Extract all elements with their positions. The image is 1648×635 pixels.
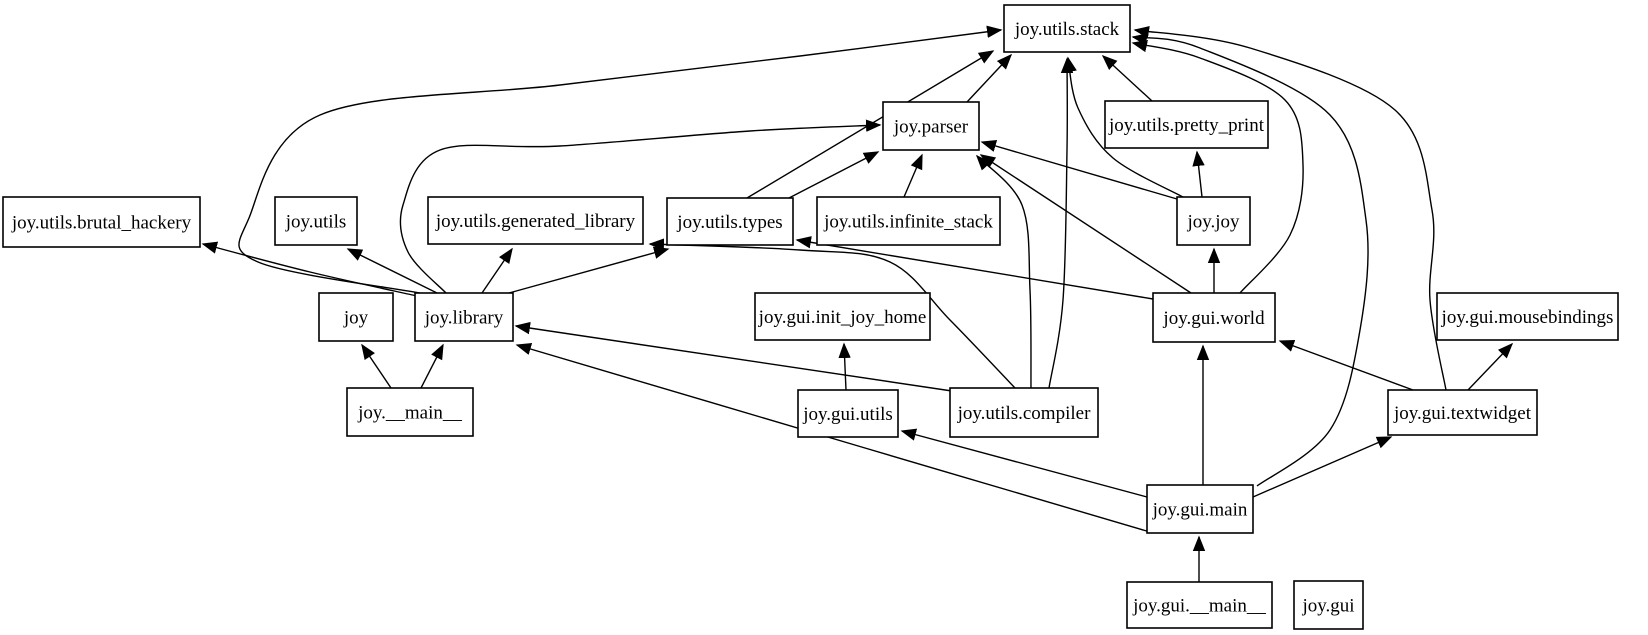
edge-joy-gui-world-to-joy-utils-stack bbox=[1131, 39, 1304, 294]
edge-joy-gui-main-to-joy-utils-stack bbox=[1131, 33, 1369, 487]
edge-joy-utils-compiler-to-joy-utils-stack bbox=[1048, 57, 1074, 389]
node-label-joy-utils: joy.utils bbox=[285, 211, 347, 232]
edge-joy-library-to-joy-utils-brutal-hackery bbox=[201, 241, 418, 297]
edge-joy-utils-compiler-to-joy-parser bbox=[975, 154, 1032, 389]
node-box-joy-utils-brutal-hackery bbox=[2, 196, 201, 248]
edges-layer bbox=[201, 25, 1514, 582]
node-box-joy-gui-init-joy-home bbox=[754, 292, 931, 341]
edge-joy-main-to-joy bbox=[361, 343, 392, 389]
node-label-joy-gui-utils: joy.gui.utils bbox=[802, 404, 893, 425]
node-box-joy-utils-generated-library bbox=[427, 196, 644, 245]
node-joy-gui-init-joy-home: joy.gui.init_joy_home bbox=[754, 292, 931, 341]
edge-joy-gui-utils-to-joy-gui-init-joy-home bbox=[838, 342, 851, 391]
edge-joy-joy-to-joy-utils-pretty-print bbox=[1192, 150, 1205, 198]
node-box-joy-utils-pretty-print bbox=[1104, 100, 1269, 149]
node-joy-library: joy.library bbox=[414, 292, 514, 342]
node-label-joy-library: joy.library bbox=[424, 307, 504, 328]
node-joy-parser: joy.parser bbox=[882, 101, 980, 151]
edge-joy-gui-textwidget-to-joy-gui-mousebindings bbox=[1467, 342, 1514, 391]
node-box-joy-gui-main bbox=[1126, 581, 1273, 629]
node-label-joy: joy bbox=[343, 307, 369, 328]
node-joy-main: joy.__main__ bbox=[346, 387, 474, 437]
node-box-joy-utils bbox=[274, 196, 358, 246]
edge-joy-utils-compiler-to-joy-library bbox=[514, 321, 953, 392]
edge-joy-parser-to-joy-utils-stack bbox=[966, 53, 1013, 103]
node-box-joy-utils-types bbox=[666, 197, 794, 246]
node-joy-utils-brutal-hackery: joy.utils.brutal_hackery bbox=[2, 196, 201, 248]
node-label-joy-utils-generated-library: joy.utils.generated_library bbox=[435, 211, 636, 232]
node-label-joy-main: joy.__main__ bbox=[357, 402, 462, 423]
node-label-joy-gui-init-joy-home: joy.gui.init_joy_home bbox=[758, 307, 927, 328]
node-box-joy-gui-utils bbox=[797, 389, 899, 438]
node-label-joy-utils-pretty-print: joy.utils.pretty_print bbox=[1108, 115, 1265, 136]
edge-joy-library-to-joy-parser bbox=[399, 119, 882, 294]
node-box-joy-gui-textwidget bbox=[1387, 389, 1538, 436]
node-box-joy-joy bbox=[1176, 196, 1251, 246]
edge-joy-utils-types-to-joy-utils-stack bbox=[746, 50, 995, 199]
node-joy-utils-generated-library: joy.utils.generated_library bbox=[427, 196, 644, 245]
node-joy-gui-main: joy.gui.__main__ bbox=[1126, 581, 1273, 629]
node-box-joy-library bbox=[414, 292, 514, 342]
edge-joy-main-to-joy-library bbox=[420, 343, 444, 389]
node-box-joy-gui-world bbox=[1152, 292, 1276, 343]
node-box-joy-gui-mousebindings bbox=[1436, 292, 1619, 341]
node-joy-gui-main: joy.gui.main bbox=[1146, 484, 1254, 534]
edge-joy-gui-textwidget-to-joy-gui-world bbox=[1278, 340, 1414, 391]
edge-joy-utils-pretty-print-to-joy-utils-stack bbox=[1101, 54, 1153, 102]
edge-joy-utils-infinite-stack-to-joy-parser bbox=[903, 153, 923, 198]
node-joy: joy bbox=[318, 292, 394, 342]
edge-joy-joy-to-joy-parser bbox=[980, 139, 1178, 200]
node-label-joy-gui-mousebindings: joy.gui.mousebindings bbox=[1441, 307, 1614, 328]
node-label-joy-utils-brutal-hackery: joy.utils.brutal_hackery bbox=[11, 212, 192, 233]
node-label-joy-utils-stack: joy.utils.stack bbox=[1014, 19, 1120, 40]
node-label-joy-joy: joy.joy bbox=[1186, 211, 1240, 232]
node-box-joy-utils-stack bbox=[1003, 4, 1131, 53]
edge-joy-gui-textwidget-to-joy-utils-stack bbox=[1133, 26, 1447, 391]
edge-joy-library-to-joy-utils-generated-library bbox=[481, 247, 513, 294]
node-joy-gui: joy.gui bbox=[1293, 580, 1364, 630]
nodes-layer: joy.utils.stack joy.parser joy.utils.prett… bbox=[2, 4, 1619, 630]
node-joy-gui-mousebindings: joy.gui.mousebindings bbox=[1436, 292, 1619, 341]
node-box-joy-gui-main bbox=[1146, 484, 1254, 534]
edge-joy-gui-main-to-joy-gui-textwidget bbox=[1252, 436, 1393, 498]
node-joy-gui-textwidget: joy.gui.textwidget bbox=[1387, 389, 1538, 436]
node-box-joy-gui bbox=[1293, 580, 1364, 630]
node-box-joy-parser bbox=[882, 101, 980, 151]
edge-joy-gui-world-to-joy-utils-types bbox=[795, 236, 1154, 300]
node-joy-utils-types: joy.utils.types bbox=[666, 197, 794, 246]
node-joy-utils-infinite-stack: joy.utils.infinite_stack bbox=[816, 196, 1001, 246]
node-joy-joy: joy.joy bbox=[1176, 196, 1251, 246]
node-label-joy-utils-types: joy.utils.types bbox=[676, 212, 782, 233]
node-joy-utils-compiler: joy.utils.compiler bbox=[949, 387, 1099, 438]
node-box-joy-utils-infinite-stack bbox=[816, 196, 1001, 246]
node-joy-utils-pretty-print: joy.utils.pretty_print bbox=[1104, 100, 1269, 149]
node-label-joy-gui-textwidget: joy.gui.textwidget bbox=[1393, 403, 1532, 424]
node-label-joy-utils-compiler: joy.utils.compiler bbox=[957, 403, 1091, 424]
node-label-joy-gui: joy.gui bbox=[1301, 595, 1354, 616]
edge-joy-utils-types-to-joy-parser bbox=[788, 151, 880, 199]
edge-joy-gui-main-to-joy-library bbox=[515, 343, 1151, 533]
node-joy-gui-world: joy.gui.world bbox=[1152, 292, 1276, 343]
node-label-joy-gui-main: joy.gui.__main__ bbox=[1132, 595, 1266, 616]
node-label-joy-gui-world: joy.gui.world bbox=[1162, 308, 1265, 329]
edge-joy-gui-main-to-joy-gui-utils bbox=[900, 428, 1148, 498]
node-box-joy-main bbox=[346, 387, 474, 437]
node-label-joy-gui-main: joy.gui.main bbox=[1152, 499, 1248, 520]
node-joy-gui-utils: joy.gui.utils bbox=[797, 389, 899, 438]
edge-joy-library-to-joy-utils-types bbox=[508, 246, 670, 294]
edge-joy-library-to-joy-utils-stack bbox=[238, 25, 1003, 294]
edge-joy-gui-world-to-joy-parser bbox=[979, 154, 1192, 294]
edge-joy-library-to-joy-utils bbox=[346, 248, 438, 294]
node-joy-utils-stack: joy.utils.stack bbox=[1003, 4, 1131, 53]
edge-joy-joy-to-joy-utils-stack bbox=[1064, 56, 1184, 198]
node-label-joy-utils-infinite-stack: joy.utils.infinite_stack bbox=[823, 211, 993, 232]
node-box-joy bbox=[318, 292, 394, 342]
node-box-joy-utils-compiler bbox=[949, 387, 1099, 438]
edge-joy-utils-compiler-to-joy-utils-generated-library bbox=[648, 238, 1016, 389]
node-joy-utils: joy.utils bbox=[274, 196, 358, 246]
node-label-joy-parser: joy.parser bbox=[893, 116, 969, 137]
